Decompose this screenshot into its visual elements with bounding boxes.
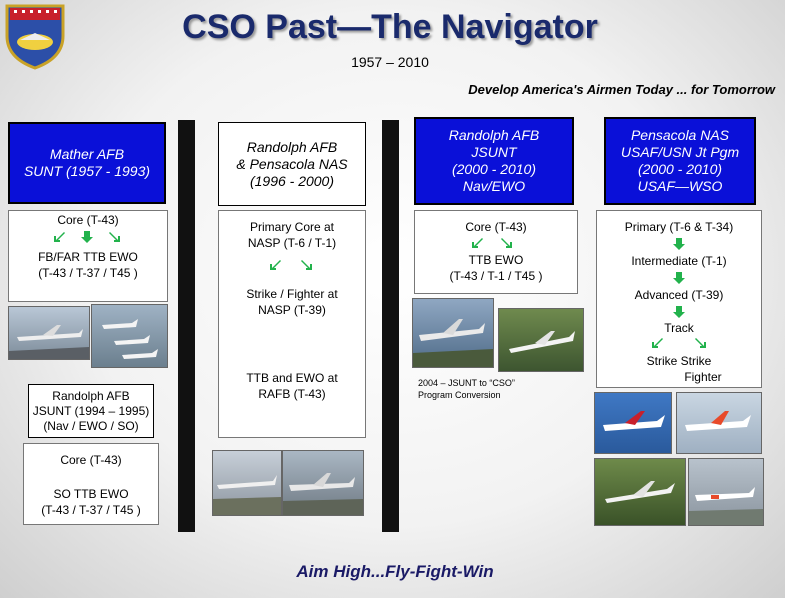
t1-inflight-photo <box>498 308 584 372</box>
arrow-down-icon <box>673 272 685 284</box>
jsunt-1994-core: Core (T-43) <box>60 453 122 467</box>
air-force-shield-logo <box>5 4 65 70</box>
column-divider-1 <box>178 120 195 532</box>
jsunt-1994-box: Randolph AFB JSUNT (1994 – 1995) (Nav / … <box>28 384 154 438</box>
t43-inflight-photo <box>412 298 494 368</box>
randolph-pensacola-panel <box>218 210 366 438</box>
t39-aircraft-photo <box>282 450 364 516</box>
cso-conversion-note-line-1: 2004 – JSUNT to “CSO” <box>418 378 515 388</box>
jsunt-1994-track-line-2: (T-43 / T-37 / T45 ) <box>41 503 141 517</box>
cso-conversion-note-line-2: Program Conversion <box>418 390 501 400</box>
arrow-down-left-icon <box>652 338 663 348</box>
mather-track-line-1: FB/FAR TTB EWO <box>38 250 138 264</box>
rj-track-line-1: TTB EWO <box>468 253 524 267</box>
t43-aircraft-photo <box>8 306 90 360</box>
arrow-down-left-icon <box>54 232 65 242</box>
pn-strike: Strike Strike <box>646 354 712 368</box>
arrow-down-right-icon <box>501 238 512 248</box>
t39-sabreliner-photo <box>688 458 764 526</box>
t45-aircraft-photo <box>676 392 762 454</box>
t6-aircraft-photo <box>594 392 672 454</box>
pn-heading-line-1: Pensacola NAS <box>630 127 730 143</box>
footer-motto: Aim High...Fly-Fight-Win <box>296 562 494 581</box>
rp-ttb-line-1: TTB and EWO at <box>246 371 338 385</box>
arrow-down-left-icon <box>472 238 483 248</box>
pn-track: Track <box>664 321 694 335</box>
randolph-pensacola-heading: Randolph AFB & Pensacola NAS (1996 - 200… <box>218 122 366 206</box>
t1-jayhawk-photo <box>594 458 686 526</box>
mather-core: Core (T-43) <box>57 213 119 227</box>
rp-core-line-1: Primary Core at <box>249 220 335 234</box>
jsunt-1994-line-3: (Nav / EWO / SO) <box>43 418 139 433</box>
pn-advanced: Advanced (T-39) <box>634 288 724 302</box>
pn-fighter: Fighter <box>684 370 722 384</box>
randolph-jsunt-panel <box>414 210 578 294</box>
jsunt-1994-track-panel <box>23 443 159 525</box>
pn-primary: Primary (T-6 & T-34) <box>624 220 734 234</box>
arrow-down-right-icon <box>301 260 312 270</box>
pn-heading-line-3: (2000 - 2010) <box>637 161 723 177</box>
arrow-down-icon <box>673 238 685 250</box>
rp-core-line-2: NASP (T-6 / T-1) <box>247 236 337 250</box>
jsunt-1994-line-1: Randolph AFB <box>52 388 130 403</box>
mather-track-line-2: (T-43 / T-37 / T45 ) <box>38 266 138 280</box>
rp-heading-line-3: (1996 - 2000) <box>249 172 335 189</box>
rp-strike-line-1: Strike / Fighter at <box>246 287 338 301</box>
jsunt-1994-track-line-1: SO TTB EWO <box>53 487 129 501</box>
column-divider-2 <box>382 120 399 532</box>
rp-strike-line-2: NASP (T-39) <box>258 303 326 317</box>
page-title: CSO Past—The Navigator <box>182 8 598 46</box>
rj-core: Core (T-43) <box>465 220 527 234</box>
tagline: Develop America's Airmen Today ... for T… <box>468 82 775 97</box>
rj-heading-line-2: JSUNT <box>471 144 517 160</box>
rj-heading-line-3: (2000 - 2010) <box>451 161 537 177</box>
rj-heading-line-4: Nav/EWO <box>462 178 526 194</box>
arrow-down-right-icon <box>109 232 120 242</box>
rj-heading-line-1: Randolph AFB <box>448 127 540 143</box>
t43-ground-photo <box>212 450 282 516</box>
arrow-down-icon <box>81 231 93 243</box>
mather-heading-line-1: Mather AFB <box>49 146 125 162</box>
randolph-jsunt-heading: Randolph AFB JSUNT (2000 - 2010) Nav/EWO <box>414 117 574 205</box>
mather-heading: Mather AFB SUNT (1957 - 1993) <box>8 122 166 204</box>
rj-track-line-2: (T-43 / T-1 / T45 ) <box>449 269 543 283</box>
date-range: 1957 – 2010 <box>351 54 429 70</box>
arrow-down-right-icon <box>695 338 706 348</box>
rp-heading-line-2: & Pensacola NAS <box>236 155 348 172</box>
mather-track-panel <box>8 210 168 302</box>
pensacola-heading: Pensacola NAS USAF/USN Jt Pgm (2000 - 20… <box>604 117 756 205</box>
arrow-down-left-icon <box>270 260 281 270</box>
rp-heading-line-1: Randolph AFB <box>246 138 338 155</box>
mather-heading-line-2: SUNT (1957 - 1993) <box>23 163 151 179</box>
jsunt-1994-line-2: JSUNT (1994 – 1995) <box>32 403 150 418</box>
pn-heading-line-4: USAF—WSO <box>637 178 723 194</box>
pn-heading-line-2: USAF/USN Jt Pgm <box>620 144 740 160</box>
rp-ttb-line-2: RAFB (T-43) <box>258 387 326 401</box>
pn-intermediate: Intermediate (T-1) <box>631 254 727 268</box>
arrow-down-icon <box>673 306 685 318</box>
t37-formation-photo <box>91 304 168 368</box>
